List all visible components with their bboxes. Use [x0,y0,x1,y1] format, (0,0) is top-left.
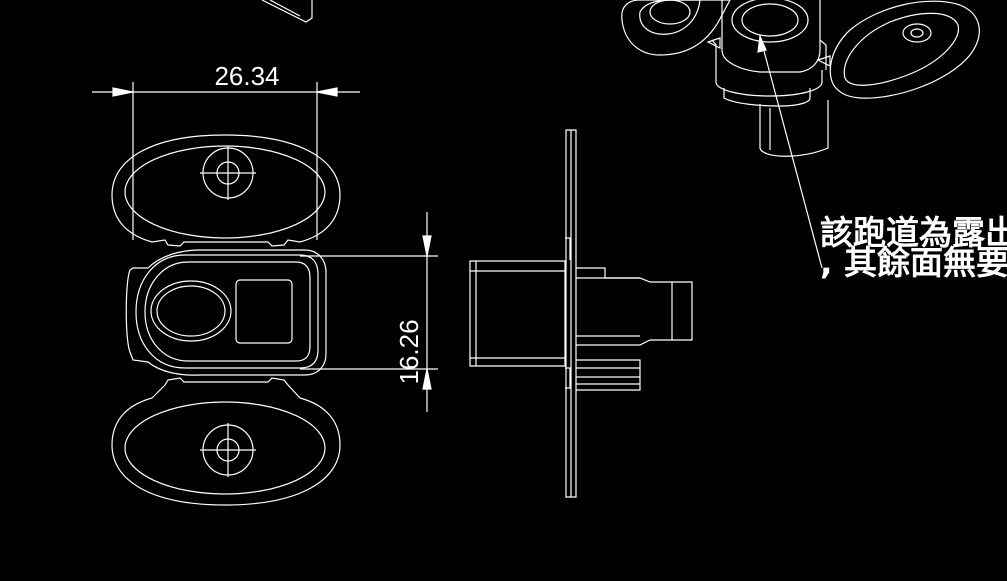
height-dimension-label: 16.26 [394,319,424,384]
width-dimension-label: 26.34 [214,61,279,91]
note-line-1: 該跑道為露出外 [820,213,1007,252]
top-mounting-ear [111,134,341,247]
width-dimension: 26.34 [92,61,360,97]
side-view [469,129,693,498]
note-text-block: 該跑道為露出外 , 其餘面無要求 [820,213,1007,282]
front-view: 26.34 [92,61,438,506]
partial-part-top [261,0,313,23]
connector-body-front [125,249,327,376]
note-line-2: , 其餘面無要求 [820,243,1007,282]
leader-arrow [757,33,823,269]
height-dimension: 16.26 [394,212,432,412]
isometric-view [621,0,980,157]
bottom-mounting-ear [111,377,341,506]
